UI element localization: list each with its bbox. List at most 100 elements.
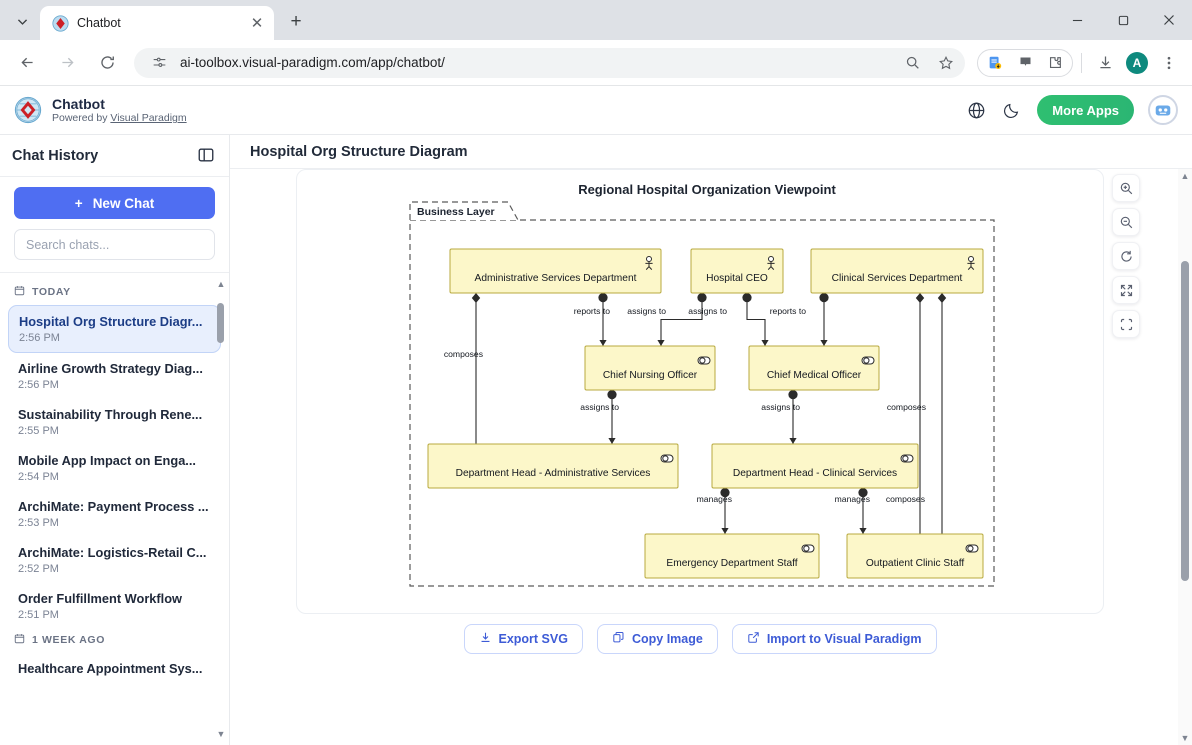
import-to-visual-paradigm-label: Import to Visual Paradigm bbox=[766, 632, 922, 646]
moon-icon[interactable] bbox=[1001, 99, 1023, 121]
sidebar-scrollbar[interactable]: ▲ ▼ bbox=[215, 279, 227, 739]
fit-screen-icon[interactable] bbox=[1112, 276, 1140, 304]
node-label: Administrative Services Department bbox=[475, 273, 637, 284]
chat-group-label: TODAY bbox=[0, 281, 229, 305]
bookmark-manager-icon[interactable] bbox=[1010, 48, 1040, 78]
main-scrollbar-thumb[interactable] bbox=[1181, 261, 1189, 581]
brand-text: Chatbot Powered by Visual Paradigm bbox=[52, 96, 187, 124]
chat-history-item[interactable]: ArchiMate: Payment Process ... 2:53 PM bbox=[8, 491, 221, 537]
chat-history-item[interactable]: Healthcare Appointment Sys... bbox=[8, 653, 221, 684]
chat-history-item[interactable]: Sustainability Through Rene...2:55 PM bbox=[8, 399, 221, 445]
download-icon bbox=[479, 631, 492, 647]
chat-item-time: 2:54 PM bbox=[18, 471, 59, 483]
import-to-visual-paradigm-button[interactable]: Import to Visual Paradigm bbox=[731, 624, 937, 654]
visual-paradigm-link[interactable]: Visual Paradigm bbox=[110, 112, 187, 125]
export-svg-label: Export SVG bbox=[498, 632, 568, 646]
panel-collapse-icon[interactable] bbox=[197, 146, 217, 166]
browser-tab[interactable]: Chatbot ✕ bbox=[40, 6, 274, 40]
edge-label: manages bbox=[697, 494, 732, 504]
tab-search-icon[interactable] bbox=[8, 7, 36, 35]
sidebar-header: Chat History bbox=[0, 135, 229, 177]
archimate-diagram[interactable]: Regional Hospital Organization Viewpoint… bbox=[407, 172, 1007, 602]
new-chat-label: New Chat bbox=[92, 195, 155, 211]
node-label: Chief Medical Officer bbox=[767, 370, 862, 381]
chat-item-time: 2:51 PM bbox=[18, 609, 59, 621]
page-save-extension-icon[interactable] bbox=[980, 48, 1010, 78]
business-actor-icon bbox=[767, 256, 775, 270]
copy-icon bbox=[612, 631, 625, 647]
composition-diamond bbox=[915, 293, 925, 303]
scroll-up-arrow-icon[interactable]: ▲ bbox=[216, 279, 226, 289]
edge-label: reports to bbox=[574, 306, 611, 316]
arrow-head bbox=[820, 340, 828, 346]
globe-icon[interactable] bbox=[965, 99, 987, 121]
search-chats-input[interactable] bbox=[14, 229, 215, 260]
copy-image-button[interactable]: Copy Image bbox=[596, 624, 718, 654]
business-layer-tab bbox=[409, 201, 519, 221]
arrow-head bbox=[721, 528, 729, 534]
chat-item-time: 2:53 PM bbox=[18, 517, 59, 529]
chat-item-title: ArchiMate: Logistics-Retail C... bbox=[18, 545, 207, 560]
site-settings-tune-icon[interactable] bbox=[146, 50, 172, 76]
visual-paradigm-favicon-icon bbox=[52, 14, 69, 32]
chat-history-item[interactable]: Airline Growth Strategy Diag...2:56 PM bbox=[8, 353, 221, 399]
more-apps-button[interactable]: More Apps bbox=[1037, 95, 1134, 125]
visual-paradigm-logo-icon bbox=[14, 96, 42, 124]
tab-close-icon[interactable]: ✕ bbox=[250, 14, 264, 32]
new-tab-button[interactable]: + bbox=[290, 11, 302, 32]
node-label: Emergency Department Staff bbox=[666, 558, 797, 569]
scrollbar-thumb[interactable] bbox=[217, 303, 224, 343]
assignment-ball bbox=[819, 293, 829, 303]
chat-history-item[interactable]: Hospital Org Structure Diagr...2:56 PM bbox=[8, 305, 221, 353]
node-label: Clinical Services Department bbox=[832, 273, 963, 284]
business-role-icon bbox=[965, 544, 979, 553]
composition-diamond bbox=[937, 293, 947, 303]
diagram-edge-assignment: assigns to bbox=[580, 390, 619, 444]
scroll-down-arrow-icon[interactable]: ▼ bbox=[216, 729, 226, 739]
main-scroll-down-icon[interactable]: ▼ bbox=[1180, 733, 1190, 743]
star-icon[interactable] bbox=[933, 50, 959, 76]
diagram-node-business-actor: Clinical Services Department bbox=[810, 248, 984, 294]
diagram-message-card: Regional Hospital Organization Viewpoint… bbox=[296, 169, 1104, 614]
chat-history-item[interactable]: ArchiMate: Logistics-Retail C...2:52 PM bbox=[8, 537, 221, 583]
external-link-icon bbox=[747, 631, 760, 647]
kebab-menu-icon[interactable] bbox=[1154, 48, 1184, 78]
fullscreen-icon[interactable] bbox=[1112, 310, 1140, 338]
main-scrollbar[interactable]: ▲ ▼ bbox=[1178, 169, 1192, 745]
search-icon[interactable] bbox=[899, 50, 925, 76]
reload-icon[interactable] bbox=[92, 48, 122, 78]
business-role-icon bbox=[801, 544, 815, 553]
chat-item-title: Order Fulfillment Workflow bbox=[18, 591, 182, 606]
reset-zoom-icon[interactable] bbox=[1112, 242, 1140, 270]
diagram-edge-composition: composes bbox=[886, 293, 947, 534]
chat-item-title: ArchiMate: Payment Process ... bbox=[18, 499, 209, 514]
edge-label: reports to bbox=[770, 306, 807, 316]
profile-avatar[interactable]: A bbox=[1122, 48, 1152, 78]
main-scroll-up-icon[interactable]: ▲ bbox=[1180, 171, 1190, 181]
edge-label: manages bbox=[835, 494, 870, 504]
business-role-icon bbox=[697, 356, 711, 365]
address-bar[interactable]: ai-toolbox.visual-paradigm.com/app/chatb… bbox=[134, 47, 965, 78]
chat-history-item[interactable]: Order Fulfillment Workflow 2:51 PM bbox=[8, 583, 221, 629]
new-chat-button[interactable]: + New Chat bbox=[14, 187, 215, 219]
export-svg-button[interactable]: Export SVG bbox=[463, 624, 583, 654]
canvas-scroll-area[interactable]: Regional Hospital Organization Viewpoint… bbox=[230, 169, 1178, 745]
zoom-out-icon[interactable] bbox=[1112, 208, 1140, 236]
download-icon[interactable] bbox=[1090, 48, 1120, 78]
arrow-head bbox=[599, 340, 607, 346]
window-close-icon[interactable] bbox=[1146, 0, 1192, 40]
chat-history-item[interactable]: Mobile App Impact on Enga...2:54 PM bbox=[8, 445, 221, 491]
chatbot-avatar-icon[interactable] bbox=[1148, 95, 1178, 125]
back-arrow-icon[interactable] bbox=[12, 48, 42, 78]
maximize-icon[interactable] bbox=[1100, 0, 1146, 40]
chat-item-time: 2:55 PM bbox=[18, 425, 59, 437]
extensions-puzzle-icon[interactable] bbox=[1040, 48, 1070, 78]
diagram-toolbar bbox=[1112, 174, 1140, 338]
zoom-in-icon[interactable] bbox=[1112, 174, 1140, 202]
minimize-icon[interactable] bbox=[1054, 0, 1100, 40]
node-label: Chief Nursing Officer bbox=[603, 370, 698, 381]
diagram-edge-assignment: assigns to bbox=[761, 390, 800, 444]
